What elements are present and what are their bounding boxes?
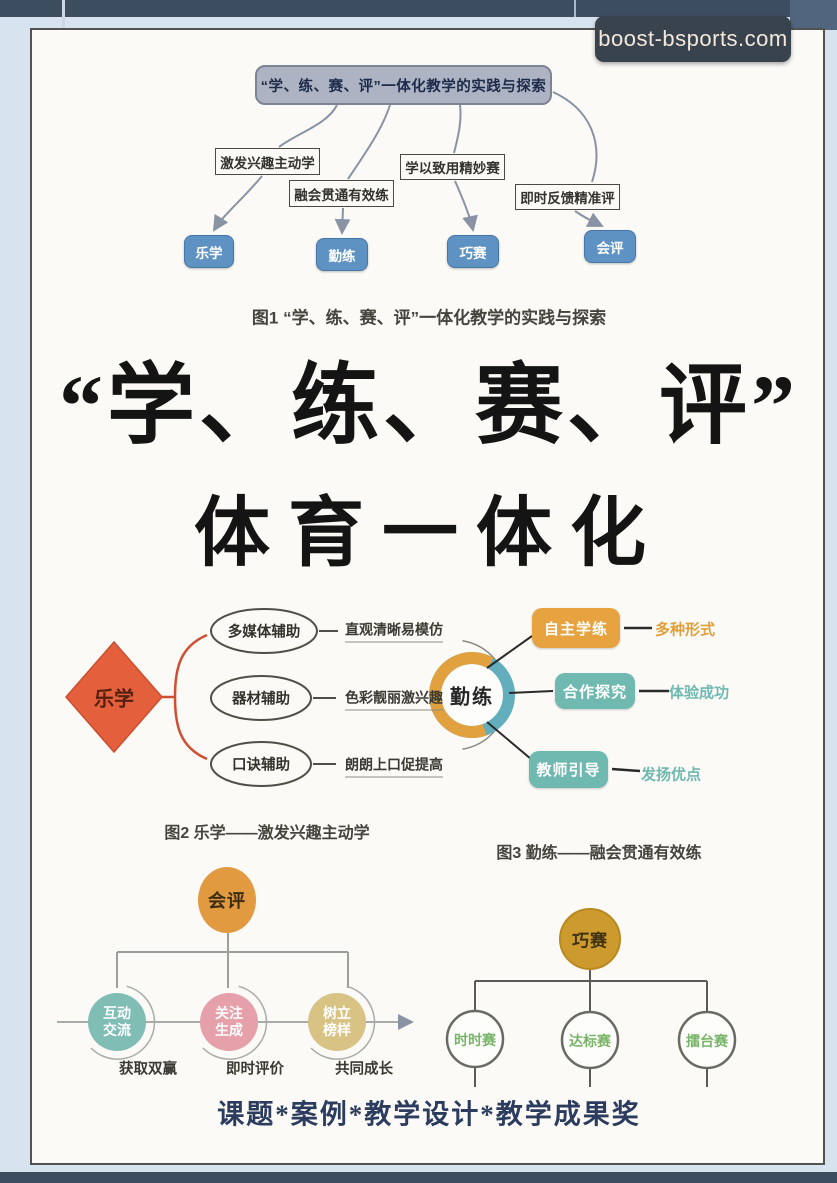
qinlian-node-2: 合作探究 — [555, 673, 635, 709]
bottom-window-band — [0, 1172, 837, 1183]
qiaosai-diagram-shapes — [445, 908, 737, 1087]
huiping-desc-3: 共同成长 — [335, 1061, 393, 1078]
branch-label-text: 学以致用精妙赛 — [405, 161, 500, 176]
flowchart-branch-label-qinlian: 融会贯通有效练 — [289, 180, 394, 207]
main-title-line1: “学、练、赛、评” — [58, 358, 799, 456]
top-right-corner-panel — [790, 0, 837, 30]
top-window-band — [0, 0, 837, 17]
window-frame-line-left — [62, 0, 65, 29]
flowchart-branch-label-huiping: 即时反馈精准评 — [515, 184, 620, 210]
flowchart-connectors — [212, 91, 604, 235]
flowchart-root-box: “学、练、赛、评”一体化教学的实践与探索 — [255, 65, 552, 105]
lexue-node-3: 口诀辅助 — [232, 757, 290, 774]
huiping-node-2: 关注生成 — [215, 1005, 243, 1038]
qinlian-desc-2: 体验成功 — [668, 684, 730, 702]
qinlian-desc-3: 发扬优点 — [640, 766, 702, 784]
qiaosai-center-label: 巧赛 — [572, 931, 608, 951]
qinlian-diagram-shapes — [429, 626, 669, 773]
figure3-caption: 图3 勤练——融会贯通有效练 — [496, 845, 702, 862]
lexue-bracket — [162, 633, 208, 761]
window-frame-line-right — [574, 0, 576, 17]
node-text: 合作探究 — [562, 683, 627, 701]
lexue-node-2: 器材辅助 — [232, 691, 290, 708]
footer-awards-text: 课题*案例*教学设计*教学成果奖 — [217, 1099, 641, 1130]
huiping-desc-2: 即时评价 — [226, 1061, 284, 1078]
lexue-center-label: 乐学 — [94, 688, 134, 711]
qiaosai-node-3: 擂台赛 — [686, 1033, 728, 1049]
flowchart-node-lexue: 乐学 — [184, 235, 234, 268]
node-text: 勤练 — [328, 248, 356, 264]
flowchart-node-qiaosai: 巧赛 — [447, 235, 499, 268]
figure1-caption: 图1 “学、练、赛、评”一体化教学的实践与探索 — [251, 308, 607, 328]
lexue-desc-1: 直观清晰易模仿 — [345, 620, 443, 643]
node-text: 自主学练 — [543, 620, 608, 638]
qinlian-desc-1: 多种形式 — [654, 621, 716, 639]
qiaosai-center-circle — [559, 908, 621, 970]
node-text: 巧赛 — [459, 245, 487, 261]
qinlian-node-1: 自主学练 — [532, 608, 620, 648]
qiaosai-node-1: 时时赛 — [454, 1032, 496, 1048]
node-text: 乐学 — [195, 245, 223, 261]
branch-label-text: 融会贯通有效练 — [294, 187, 389, 203]
node-text: 会评 — [596, 240, 624, 256]
lexue-desc-2: 色彩靓丽激兴趣 — [345, 688, 443, 711]
flowchart-branch-label-qiaosai: 学以致用精妙赛 — [400, 154, 505, 180]
flowchart-root-label: “学、练、赛、评”一体化教学的实践与探索 — [260, 78, 547, 95]
lexue-node-1: 多媒体辅助 — [227, 624, 301, 641]
flowchart-node-qinlian: 勤练 — [316, 238, 368, 271]
branch-label-text: 激发兴趣主动学 — [220, 155, 315, 171]
node-text: 教师引导 — [536, 762, 601, 779]
poster-page: “学、练、赛、评”一体化教学的实践与探索 激发兴趣主动学 融会贯通有效练 学以致… — [30, 28, 825, 1165]
qiaosai-node-2: 达标赛 — [569, 1033, 611, 1049]
qinlian-node-3: 教师引导 — [529, 751, 608, 788]
main-title-line2: 体育一体化 — [194, 492, 664, 576]
watermark-text: boost-bsports.com — [598, 26, 788, 51]
qinlian-center-label: 勤练 — [450, 686, 494, 709]
huiping-desc-1: 获取双赢 — [119, 1061, 177, 1078]
flowchart-branch-label-lexue: 激发兴趣主动学 — [215, 148, 320, 175]
flowchart-node-huiping: 会评 — [584, 230, 636, 263]
lexue-diamond — [65, 640, 163, 754]
figure2-caption: 图2 乐学——激发兴趣主动学 — [164, 825, 370, 842]
branch-label-text: 即时反馈精准评 — [520, 191, 615, 206]
huiping-node-1: 互动交流 — [103, 1005, 131, 1038]
huiping-diagram-shapes — [57, 867, 414, 1060]
lexue-desc-3: 朗朗上口促提高 — [345, 755, 443, 778]
huiping-center-ellipse — [198, 867, 256, 933]
huiping-node-3: 树立榜样 — [323, 1005, 351, 1038]
lexue-diagram-shapes — [65, 608, 338, 787]
diagram-lines-layer — [57, 91, 737, 1087]
watermark-badge: boost-bsports.com — [595, 16, 791, 62]
huiping-center-label: 会评 — [208, 891, 246, 911]
